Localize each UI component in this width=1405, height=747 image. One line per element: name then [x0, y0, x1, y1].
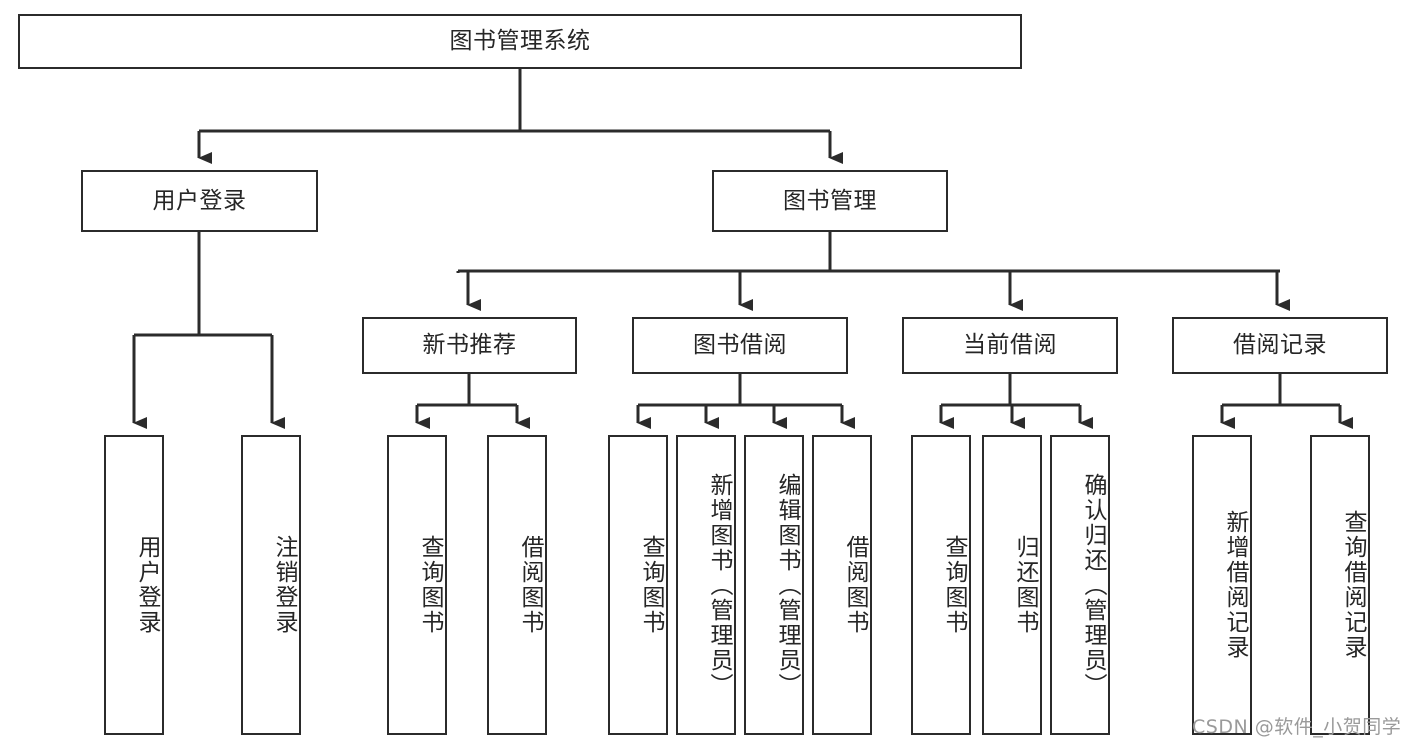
node-borrow-record[interactable]: 借阅记录 [1172, 317, 1388, 374]
node-leaf-add-book[interactable]: 新增图书（管理员） [676, 435, 736, 735]
node-leaf-return-book[interactable]: 归还图书 [982, 435, 1042, 735]
node-book-borrow[interactable]: 图书借阅 [632, 317, 848, 374]
node-leaf-query-record[interactable]: 查询借阅记录 [1310, 435, 1370, 735]
node-leaf-borrow-book-rec[interactable]: 借阅图书 [487, 435, 547, 735]
node-book-borrow-label: 图书借阅 [693, 332, 787, 359]
node-leaf-query-record-label: 查询借阅记录 [1340, 510, 1366, 660]
node-leaf-user-login[interactable]: 用户登录 [104, 435, 164, 735]
node-leaf-confirm-return-label: 确认归还（管理员） [1080, 472, 1106, 698]
node-leaf-query-book[interactable]: 查询图书 [608, 435, 668, 735]
node-leaf-user-login-label: 用户登录 [134, 535, 160, 635]
node-current-borrow[interactable]: 当前借阅 [902, 317, 1118, 374]
node-leaf-user-logout[interactable]: 注销登录 [241, 435, 301, 735]
watermark: CSDN @软件_小贺同学 [1192, 716, 1402, 738]
node-leaf-return-book-label: 归还图书 [1012, 535, 1038, 635]
node-root-label: 图书管理系统 [449, 28, 591, 55]
node-leaf-edit-book-label: 编辑图书（管理员） [774, 472, 800, 698]
node-leaf-borrow-book[interactable]: 借阅图书 [812, 435, 872, 735]
node-leaf-query-book-cur-label: 查询图书 [941, 535, 967, 635]
node-book-manage[interactable]: 图书管理 [712, 170, 948, 232]
node-new-book-recommend[interactable]: 新书推荐 [362, 317, 577, 374]
node-leaf-add-record-label: 新增借阅记录 [1222, 510, 1248, 660]
node-leaf-edit-book[interactable]: 编辑图书（管理员） [744, 435, 804, 735]
node-leaf-query-book-cur[interactable]: 查询图书 [911, 435, 971, 735]
node-leaf-add-record[interactable]: 新增借阅记录 [1192, 435, 1252, 735]
node-leaf-borrow-book-label: 借阅图书 [842, 535, 868, 635]
node-leaf-user-logout-label: 注销登录 [271, 535, 297, 635]
node-new-book-recommend-label: 新书推荐 [422, 332, 517, 359]
node-user-login-label: 用户登录 [152, 187, 247, 214]
node-leaf-query-book-rec-label: 查询图书 [417, 535, 443, 635]
node-current-borrow-label: 当前借阅 [963, 332, 1057, 359]
node-borrow-record-label: 借阅记录 [1233, 332, 1327, 359]
node-leaf-query-book-rec[interactable]: 查询图书 [387, 435, 447, 735]
node-user-login[interactable]: 用户登录 [81, 170, 318, 232]
node-leaf-borrow-book-rec-label: 借阅图书 [517, 535, 543, 635]
node-leaf-query-book-label: 查询图书 [638, 535, 664, 635]
node-leaf-confirm-return[interactable]: 确认归还（管理员） [1050, 435, 1110, 735]
node-root[interactable]: 图书管理系统 [18, 14, 1022, 69]
node-leaf-add-book-label: 新增图书（管理员） [706, 472, 732, 698]
node-book-manage-label: 图书管理 [783, 187, 877, 214]
